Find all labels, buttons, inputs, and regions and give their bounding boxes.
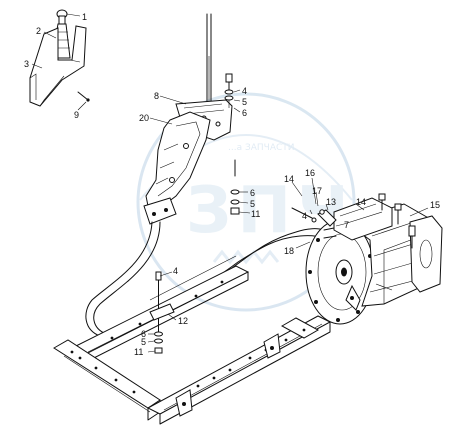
callout-15: 15	[430, 200, 440, 210]
callout-16: 16	[305, 168, 315, 178]
watermark-tagline: ...а ЗАПЧАСТИ	[228, 143, 295, 153]
callout-6-mid: 6	[250, 188, 255, 198]
callout-4-gearbox: 4	[302, 211, 307, 221]
chassis-frame	[53, 255, 332, 425]
watermark-flame	[212, 249, 280, 265]
callout-13: 13	[326, 197, 336, 207]
callout-12: 12	[178, 316, 188, 326]
callout-5-rail: 5	[141, 337, 146, 347]
callout-7: 7	[344, 220, 349, 230]
callout-4-top: 4	[242, 86, 247, 96]
callout-6-top: 6	[242, 108, 247, 118]
callout-8: 8	[154, 91, 159, 101]
shift-tower	[143, 13, 234, 225]
callout-leaders	[31, 13, 429, 353]
cable-b	[93, 221, 161, 335]
washer-5	[224, 89, 234, 95]
lever-cover	[29, 25, 87, 107]
watermark-ring	[136, 92, 356, 312]
shift-knob-stem	[58, 15, 66, 25]
rail-clamp	[149, 271, 175, 354]
callout-2: 2	[36, 26, 41, 36]
callout-11-rail: 11	[134, 347, 143, 357]
callout-11-mid: 11	[251, 209, 260, 219]
gearbox	[291, 193, 443, 325]
callout-1: 1	[82, 12, 87, 22]
frame-rail-front	[53, 339, 161, 409]
gearbox-rear-cover	[409, 215, 443, 293]
callout-5-top: 5	[242, 97, 247, 107]
bolt-4	[225, 73, 233, 83]
callout-3: 3	[24, 59, 29, 69]
callout-14-left: 14	[284, 174, 294, 184]
callout-4-rail: 4	[173, 266, 178, 276]
callout-20: 20	[139, 113, 149, 123]
callout-6-rail: 6	[141, 329, 146, 339]
callout-5-mid: 5	[250, 199, 255, 209]
washer-6	[224, 95, 234, 101]
callout-labels: 1 2 3 9 8 20 4 5 6 6 5 11 14 16 17 4 13 …	[24, 12, 440, 357]
callout-18: 18	[284, 246, 294, 256]
tower-foot	[143, 197, 177, 225]
selector-cover	[333, 197, 393, 241]
cable-clamp-12	[149, 303, 175, 321]
callout-9: 9	[74, 110, 79, 120]
shift-lever-boot	[29, 9, 90, 107]
cable-a	[85, 221, 153, 337]
callout-14-right: 14	[356, 197, 366, 207]
callout-17: 17	[312, 186, 322, 196]
